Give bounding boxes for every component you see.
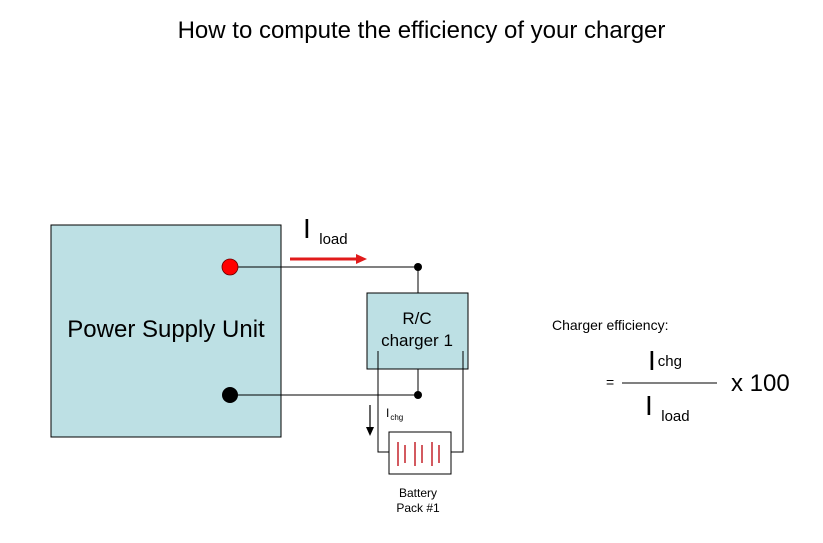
charger-label-line1: R/C — [402, 309, 432, 328]
charge-current-subscript: chg — [390, 413, 404, 422]
charger-label-line2: charger 1 — [381, 331, 453, 350]
numerator-subscript: chg — [657, 353, 682, 370]
charge-current-symbol: I — [386, 406, 390, 420]
efficiency-label: Charger efficiency: — [552, 317, 669, 333]
positive-terminal-icon — [221, 258, 239, 276]
battery-cells-icon — [397, 442, 440, 466]
denominator-symbol: I — [645, 390, 653, 421]
charge-current-label: Ichg — [386, 404, 403, 422]
battery-box — [388, 431, 452, 475]
power-supply-label: Power Supply Unit — [67, 316, 265, 343]
load-current-subscript: load — [319, 231, 348, 248]
battery-label-line1: Battery — [398, 486, 437, 500]
formula-multiplier: x 100 — [731, 370, 790, 397]
equals-sign: = — [606, 374, 615, 390]
page-title: How to compute the efficiency of your ch… — [177, 17, 666, 44]
battery-label-line2: Pack #1 — [396, 501, 440, 515]
junction-dot-bottom — [414, 391, 422, 399]
battery-label: Battery Pack #1 — [380, 486, 456, 516]
load-current-symbol: I — [303, 213, 311, 244]
load-arrow-head-icon — [356, 254, 367, 264]
charger-box — [366, 292, 469, 370]
negative-terminal-icon — [222, 387, 238, 403]
numerator-symbol: I — [648, 345, 656, 376]
formula-denominator: I load — [645, 390, 690, 425]
charger-label: R/C charger 1 — [366, 308, 468, 352]
junction-dot-top — [414, 263, 422, 271]
charge-arrow-head-icon — [366, 427, 374, 436]
charger-output-right — [451, 351, 464, 453]
load-current-label: I load — [303, 213, 348, 248]
denominator-subscript: load — [661, 408, 690, 425]
charger-output-left — [377, 351, 389, 453]
power-supply-box — [50, 224, 282, 438]
